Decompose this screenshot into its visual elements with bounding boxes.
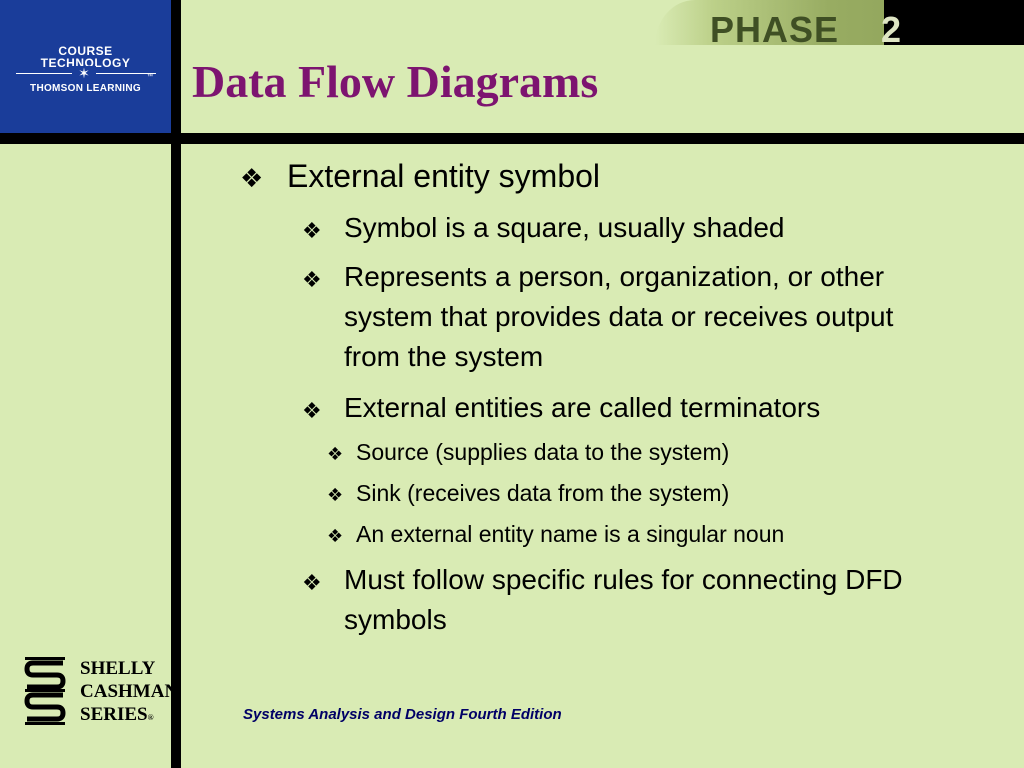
wordmark-cashman: CASHMAN: [80, 681, 179, 702]
diamond-bullet-icon: ❖: [302, 219, 322, 244]
bullet-item: ❖ External entities are called terminato…: [302, 388, 992, 428]
bullet-text: External entities are called terminators: [344, 392, 821, 423]
phase-banner: PHASE 2: [655, 0, 1024, 50]
course-technology-logo: COURSE TECHNOLOGY ✶ ™ THOMSON LEARNING: [0, 0, 171, 133]
phase-banner-dark: [884, 0, 1024, 45]
slide-title: Data Flow Diagrams: [192, 56, 599, 107]
bullet-text: Represents a person, organization, or ot…: [344, 261, 894, 372]
bullet-text: Sink (receives data from the system): [356, 480, 730, 506]
bullet-text: Must follow specific rules for connectin…: [344, 564, 903, 635]
logo-text-thomson: THOMSON LEARNING: [30, 83, 141, 94]
logo-text-course: COURSE: [58, 44, 113, 58]
diamond-bullet-icon: ❖: [302, 268, 322, 293]
bullet-text: External entity symbol: [287, 158, 601, 194]
bullet-text: Source (supplies data to the system): [356, 439, 730, 465]
diamond-bullet-icon: ❖: [327, 526, 344, 547]
horizontal-divider-bar: [0, 133, 1024, 144]
diamond-bullet-icon: ❖: [327, 444, 344, 465]
footer-book-title: Systems Analysis and Design Fourth Editi…: [243, 706, 562, 723]
diamond-bullet-icon: ❖: [302, 399, 322, 424]
bullet-item: ❖ Symbol is a square, usually shaded: [302, 208, 962, 248]
bullet-item: ❖ Must follow specific rules for connect…: [302, 560, 982, 640]
star-icon: ✶: [72, 66, 96, 80]
bullet-item: ❖ Source (supplies data to the system): [327, 437, 987, 467]
logo-text-technology: TECHNOLOGY: [40, 56, 131, 70]
shelly-cashman-series-wordmark: SHELLY CASHMAN SERIES®: [80, 657, 178, 729]
shelly-cashman-series-icon: [24, 657, 66, 725]
registered-mark: ®: [147, 713, 154, 722]
trademark-mark: ™: [147, 74, 153, 80]
diamond-bullet-icon: ❖: [302, 571, 322, 596]
bullet-item: ❖ External entity symbol: [240, 157, 1000, 195]
phase-number: 2: [881, 9, 902, 50]
phase-label: PHASE: [710, 9, 840, 50]
bullet-item: ❖ Represents a person, organization, or …: [302, 257, 942, 377]
wordmark-shelly: SHELLY: [80, 658, 156, 679]
wordmark-series-line: SERIES®: [80, 703, 178, 729]
vertical-divider-bar: [171, 0, 181, 768]
bullet-item: ❖ Sink (receives data from the system): [327, 478, 987, 508]
diamond-bullet-icon: ❖: [327, 485, 344, 506]
bullet-text: An external entity name is a singular no…: [356, 521, 785, 547]
diamond-bullet-icon: ❖: [240, 164, 264, 194]
bullet-item: ❖ An external entity name is a singular …: [327, 519, 987, 549]
wordmark-series: SERIES: [80, 704, 148, 725]
bullet-text: Symbol is a square, usually shaded: [344, 212, 785, 243]
